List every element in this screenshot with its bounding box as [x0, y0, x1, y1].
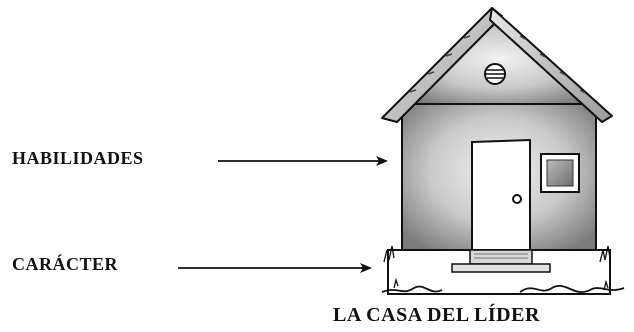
front-steps — [451, 249, 551, 273]
house-door — [471, 138, 531, 251]
label-caracter: CARÁCTER — [12, 254, 119, 274]
label-habilidades: HABILIDADES — [12, 148, 144, 168]
house-gable — [399, 20, 599, 105]
house-illustration — [381, 7, 625, 295]
house-window — [540, 153, 580, 193]
door-knob — [512, 194, 522, 204]
roof-shingles — [409, 35, 586, 94]
vent-icon — [484, 63, 506, 85]
diagram-caption: LA CASA DEL LÍDER — [333, 304, 540, 326]
grass-tufts — [383, 245, 611, 291]
